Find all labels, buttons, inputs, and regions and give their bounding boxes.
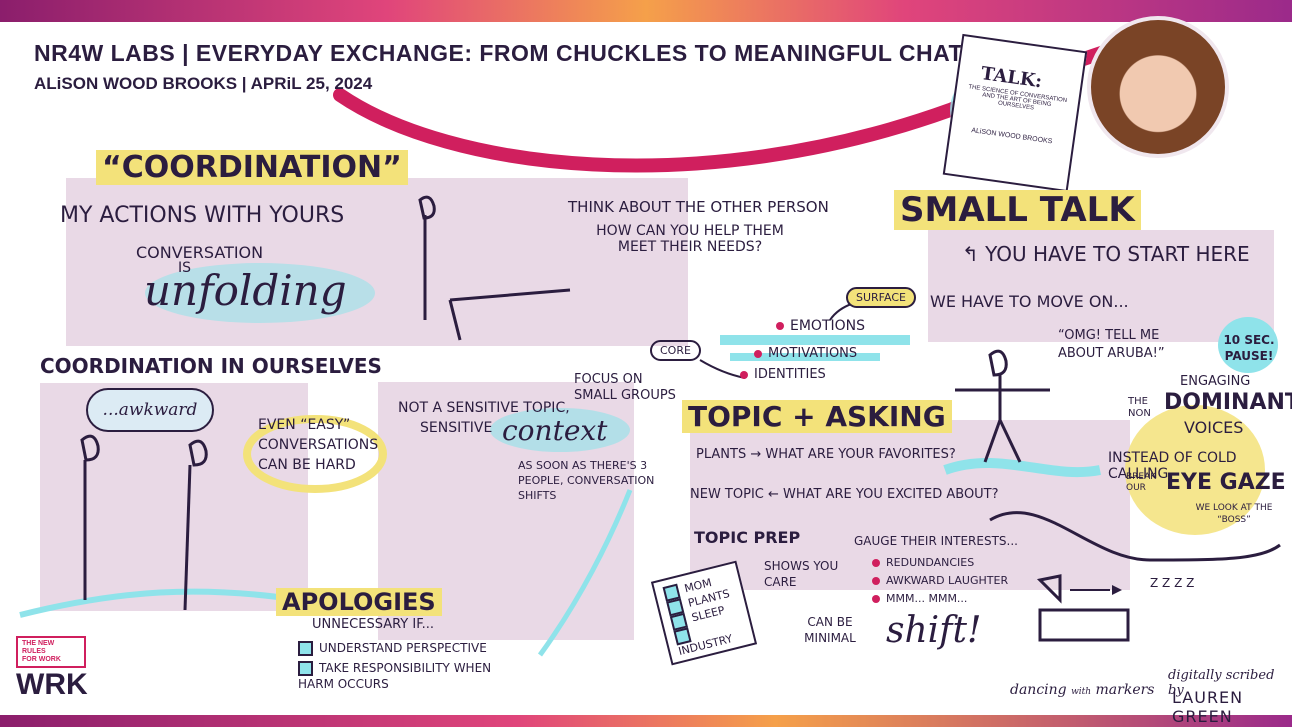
topic-prep-title: TOPIC PREP — [694, 528, 801, 547]
eye-gaze-text: EYE GAZE — [1166, 470, 1286, 495]
ourselves-title: COORDINATION IN OURSELVES — [40, 354, 382, 378]
sleep-zzz: z z z z — [1150, 576, 1195, 590]
motivations-label: MOTIVATIONS — [754, 346, 857, 361]
top-gradient-bar — [0, 0, 1292, 22]
awkward-text: ...awkward — [102, 400, 198, 420]
help-text: HOW CAN YOU HELP THEM MEET THEIR NEEDS? — [596, 223, 784, 255]
easy-text: EVEN “EASY” CONVERSATIONS CAN BE HARD — [258, 417, 379, 473]
coordination-line1: MY ACTIONS WITH YOURS — [60, 203, 345, 228]
bullet-icon — [740, 370, 748, 379]
checkbox-icon — [298, 661, 313, 676]
identities-label: IDENTITIES — [740, 367, 826, 382]
break-our-text: BREAK OUR — [1126, 472, 1157, 493]
gauge-title: GAUGE THEIR INTERESTS... — [854, 534, 1018, 548]
coordination-title: “COORDINATION” — [96, 150, 408, 185]
boss-text: WE LOOK AT THE “BOSS” — [1195, 503, 1273, 525]
shift-word: shift! — [886, 610, 982, 651]
aruba-quote: “OMG! TELL ME ABOUT ARUBA!” — [1058, 328, 1165, 361]
dominant-text: DOMINANT — [1164, 390, 1292, 415]
dancing-with-markers-logo: dancing with markers — [1010, 682, 1155, 698]
plants-line: PLANTS → WHAT ARE YOUR FAVORITES? — [696, 447, 956, 462]
bullet-icon — [872, 559, 880, 567]
scribed-by-text: digitally scribed by — [1168, 668, 1275, 698]
book-cover: TALK: THE SCIENCE OF CONVERSATION AND TH… — [942, 33, 1088, 193]
bottom-gradient-bar — [0, 715, 1292, 727]
bullet-icon — [872, 577, 880, 585]
topic-title: TOPIC + ASKING — [682, 400, 952, 433]
three-people-text: AS SOON AS THERE'S 3 PEOPLE, CONVERSATIO… — [518, 459, 655, 502]
context-word: context — [502, 414, 608, 447]
panel-smalltalk — [928, 230, 1274, 342]
emotions-label: EMOTIONS — [776, 318, 865, 334]
think-text: THINK ABOUT THE OTHER PERSON — [568, 198, 829, 216]
panel-topic — [690, 420, 1130, 590]
voices-text: VOICES — [1184, 418, 1244, 437]
apology-item-1: UNDERSTAND PERSPECTIVE — [298, 641, 487, 656]
bullet-icon — [872, 595, 880, 603]
page-title: NR4W LABS | EVERYDAY EXCHANGE: FROM CHUC… — [34, 40, 964, 66]
bullet-icon — [754, 349, 762, 358]
gauge-item-3: MMM... MMM... — [872, 592, 967, 605]
scriber-name: LAUREN GREEN — [1172, 688, 1244, 726]
panel-coordination — [66, 178, 688, 346]
start-here-text: ↰ YOU HAVE TO START HERE — [962, 242, 1250, 266]
page-subtitle: ALiSON WOOD BROOKS | APRiL 25, 2024 — [34, 74, 373, 93]
unfolding-word: unfolding — [144, 266, 347, 315]
coordination-line2: CONVERSATION — [136, 243, 264, 262]
smalltalk-title: SMALL TALK — [894, 190, 1141, 230]
instead-text: INSTEAD OF COLD CALLING, — [1108, 450, 1237, 482]
context-line2: SENSITIVE — [420, 420, 493, 436]
the-non-text: THE NON — [1128, 396, 1151, 419]
apology-item-2: TAKE RESPONSIBILITY WHEN HARM OCCURS — [298, 661, 492, 691]
pause-text: 10 SEC. PAUSE! — [1223, 333, 1275, 363]
speaker-portrait — [1087, 16, 1229, 158]
shows-care-text: SHOWS YOU CARE — [764, 559, 839, 589]
context-line1: NOT A SENSITIVE TOPIC, — [398, 400, 570, 416]
gauge-item-1: REDUNDANCIES — [872, 556, 974, 569]
logo-wordmark: WRK — [16, 668, 88, 701]
coordination-line3: IS — [178, 260, 192, 276]
core-label: CORE — [650, 340, 701, 361]
up-arrow-icon: ↰ — [962, 242, 986, 266]
bullet-icon — [776, 322, 784, 330]
gauge-item-2: AWKWARD LAUGHTER — [872, 574, 1008, 587]
can-be-minimal-text: CAN BE MINIMAL — [804, 615, 856, 645]
focus-text: FOCUS ON SMALL GROUPS — [574, 372, 676, 403]
book-author: ALiSON WOOD BROOKS — [970, 127, 1053, 146]
apologies-title: APOLOGIES — [276, 588, 442, 616]
apologies-sub: UNNECESSARY IF... — [312, 617, 435, 632]
checkbox-icon — [298, 641, 313, 656]
newtopic-line: NEW TOPIC ← WHAT ARE YOU EXCITED ABOUT? — [690, 487, 999, 502]
surface-label: SURFACE — [846, 287, 916, 308]
engaging-text: ENGAGING — [1180, 374, 1251, 389]
awkward-bubble: ...awkward — [86, 388, 214, 432]
move-on-text: WE HAVE TO MOVE ON... — [930, 292, 1129, 311]
